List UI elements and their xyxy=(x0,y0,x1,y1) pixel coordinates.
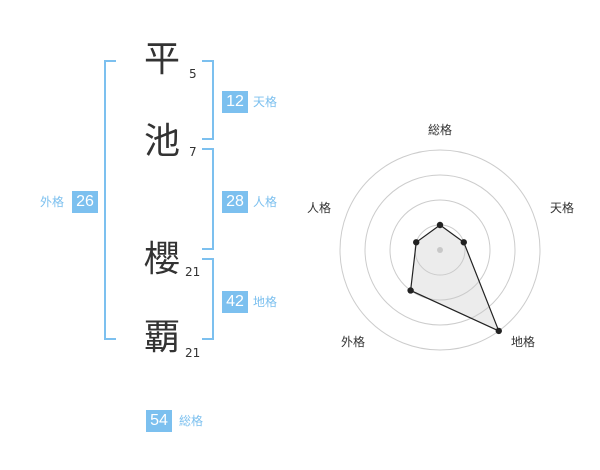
chikaku-label: 地格 xyxy=(253,295,278,309)
chikaku-value-badge: 42 xyxy=(222,291,248,313)
stroke-count-4: 21 xyxy=(185,346,201,360)
name-char-2: 池 xyxy=(143,121,180,162)
gaikaku-value-badge: 26 xyxy=(72,191,98,213)
name-char-4: 覇 xyxy=(143,317,180,358)
soukaku-value-badge: 54 xyxy=(146,410,172,432)
radar-point-1 xyxy=(436,221,444,229)
radar-data-polygon xyxy=(409,224,500,333)
gaikaku-bracket xyxy=(104,60,116,340)
name-char-1: 平 xyxy=(143,39,180,80)
chikaku-bracket xyxy=(202,258,214,340)
soukaku-label: 総格 xyxy=(179,414,204,428)
tenkaku-bracket xyxy=(202,60,214,140)
tenkaku-value-badge: 12 xyxy=(222,91,248,113)
stroke-count-2: 7 xyxy=(189,145,197,159)
radar-axis-label-5: 人格 xyxy=(307,201,332,215)
stroke-count-3: 21 xyxy=(185,265,201,279)
radar-axis-label-2: 天格 xyxy=(550,201,575,215)
radar-axis-label-4: 外格 xyxy=(341,335,366,349)
name-char-3: 櫻 xyxy=(143,239,180,280)
jinkaku-label: 人格 xyxy=(253,195,278,209)
gaikaku-label: 外格 xyxy=(40,195,65,209)
radar-center-dot xyxy=(437,247,443,253)
fortune-radar-chart xyxy=(339,149,541,351)
tenkaku-label: 天格 xyxy=(253,95,278,109)
jinkaku-value-badge: 28 xyxy=(222,191,248,213)
radar-point-2 xyxy=(460,239,467,246)
radar-point-3 xyxy=(495,327,502,335)
jinkaku-bracket xyxy=(202,148,214,250)
radar-grid-ring-3 xyxy=(364,174,516,326)
radar-point-4 xyxy=(407,287,414,294)
radar-grid-ring-4 xyxy=(339,149,541,351)
radar-grid-ring-2 xyxy=(389,199,491,301)
stroke-count-1: 5 xyxy=(189,67,197,81)
radar-axis-label-1: 総格 xyxy=(428,123,453,137)
radar-point-5 xyxy=(413,239,420,246)
radar-axis-label-3: 地格 xyxy=(511,335,536,349)
